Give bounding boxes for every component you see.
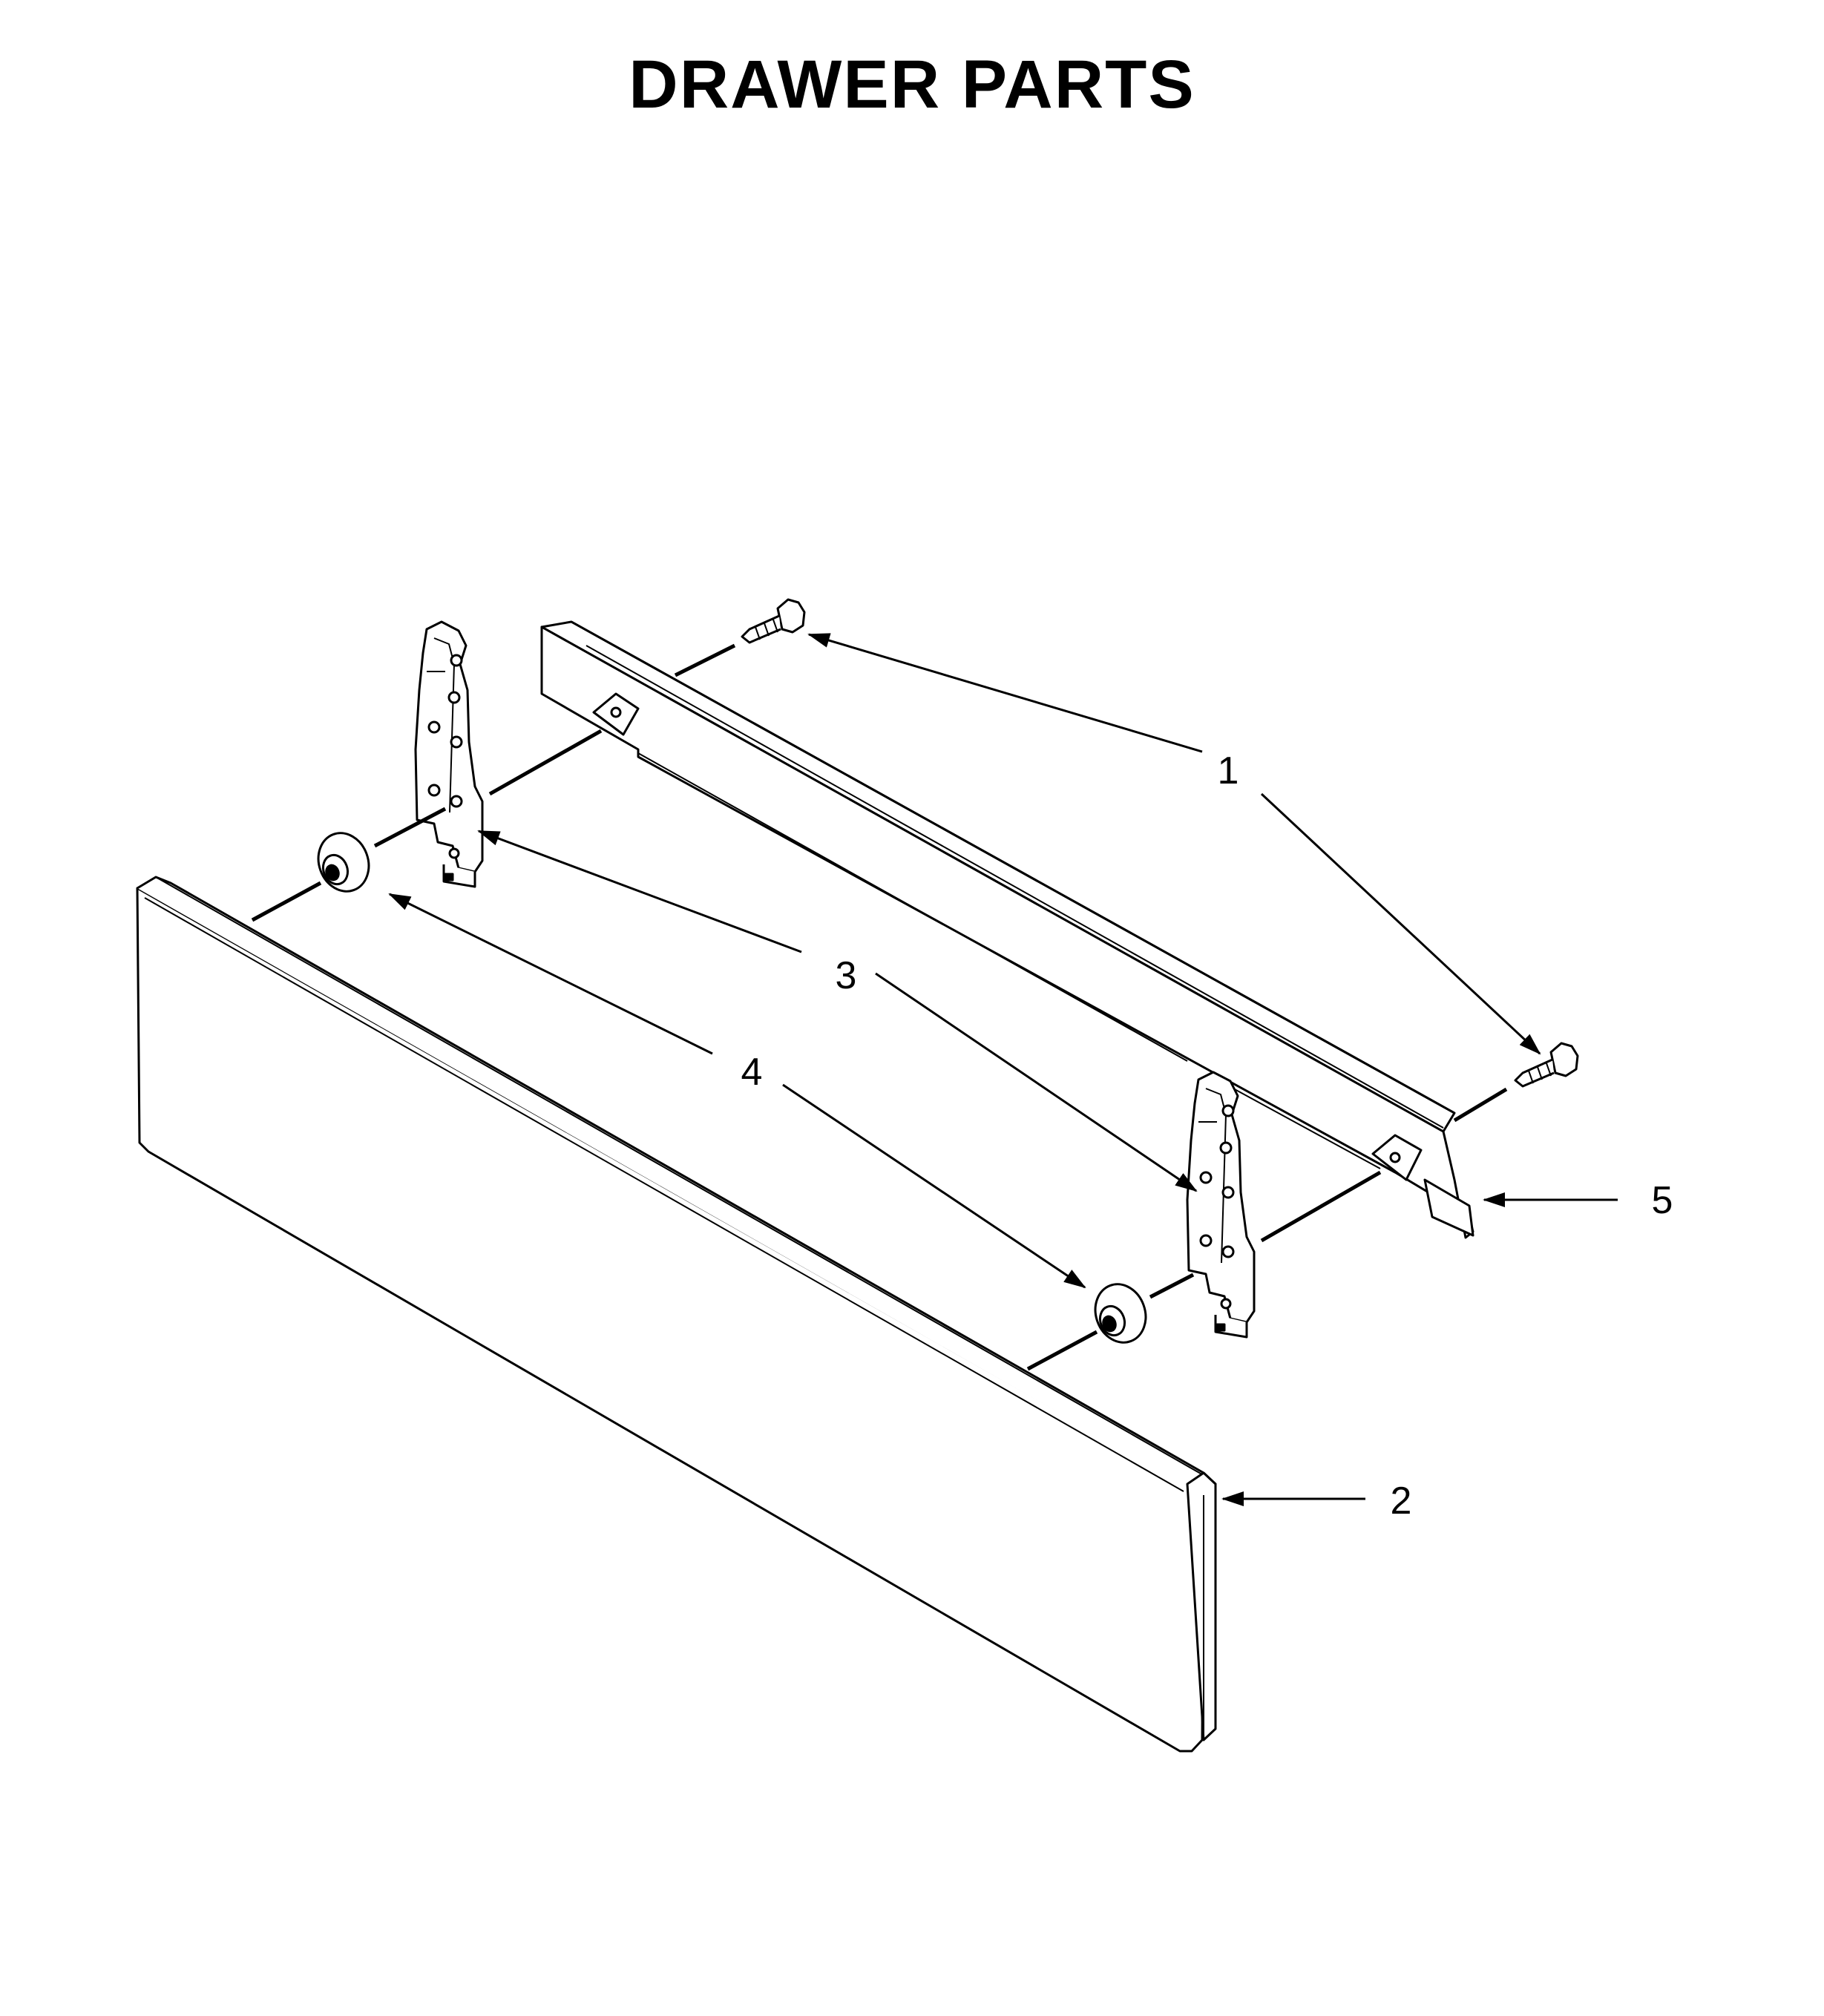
screw-top	[741, 598, 806, 644]
hinge-bracket-right	[1186, 1071, 1256, 1339]
leader-3-left	[477, 830, 802, 953]
callout-2: 2	[1391, 1480, 1412, 1523]
leader-4-left	[388, 893, 713, 1055]
leader-1-top	[807, 633, 1203, 753]
page-title: DRAWER PARTS	[629, 47, 1195, 122]
callout-1: 1	[1218, 749, 1239, 792]
callout-5: 5	[1652, 1179, 1673, 1222]
callout-numbers: 1 3 4 5 2	[741, 749, 1673, 1523]
screw-bottom	[1514, 1042, 1579, 1088]
roller-right	[1094, 1283, 1147, 1344]
assembly-lines	[251, 643, 1508, 1371]
rear-channel	[540, 620, 1474, 1239]
callout-4: 4	[741, 1051, 763, 1094]
leader-4-right	[782, 1083, 1086, 1289]
drawer-front-panel	[136, 876, 1217, 1753]
leader-1-bottom	[1260, 792, 1541, 1055]
leader-3-right	[875, 972, 1198, 1192]
callout-3: 3	[836, 954, 857, 997]
callout-leaders	[388, 633, 1618, 1506]
hinge-bracket-left	[414, 620, 484, 888]
roller-left	[317, 832, 370, 893]
